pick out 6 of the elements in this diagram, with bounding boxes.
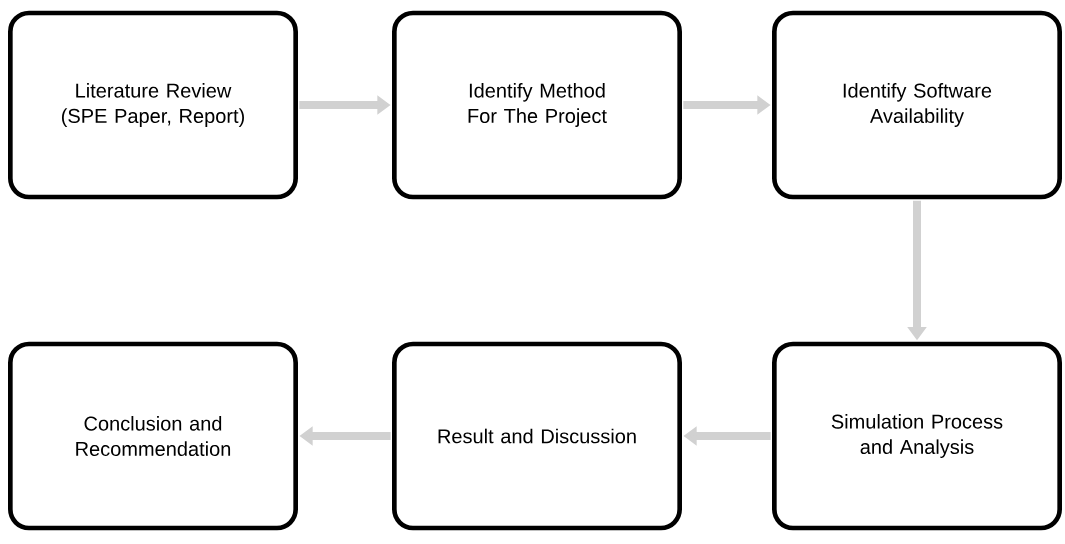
process-box: Result and Discussion — [392, 341, 682, 531]
process-box: Identify Method For The Project — [392, 10, 682, 200]
process-box: Conclusion and Recommendation — [8, 341, 298, 531]
process-box: Simulation Process and Analysis — [772, 341, 1062, 531]
process-box: Literature Review (SPE Paper, Report) — [8, 10, 298, 200]
process-box: Identify Software Availability — [772, 10, 1062, 200]
